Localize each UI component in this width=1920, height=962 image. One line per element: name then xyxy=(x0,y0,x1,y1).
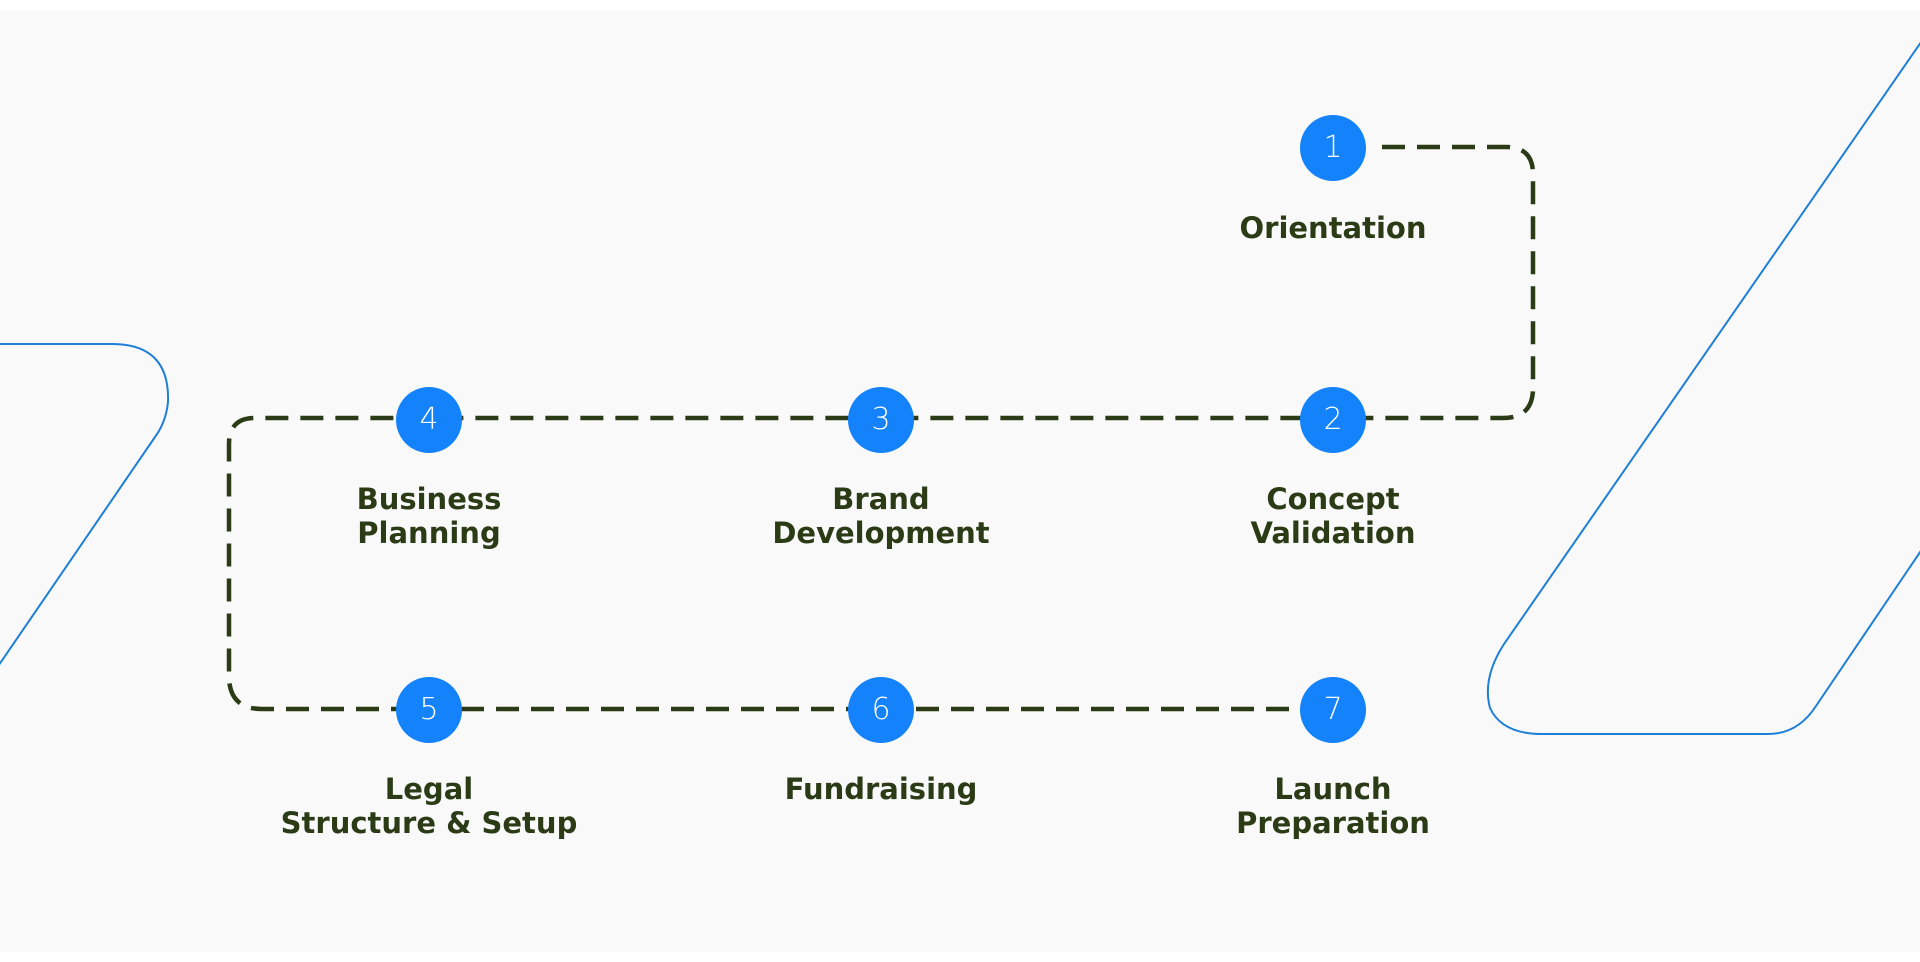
step-4-label-line1: Business xyxy=(356,482,502,516)
step-6-number: 6 xyxy=(871,692,891,727)
step-2-label: Concept Validation xyxy=(1163,482,1503,550)
step-2-node: 2 xyxy=(1300,387,1366,453)
step-1-node: 1 xyxy=(1300,115,1366,181)
step-4-number: 4 xyxy=(419,402,439,437)
step-7-node: 7 xyxy=(1300,677,1366,743)
step-1-label-line1: Orientation xyxy=(1239,211,1427,245)
step-4-label-line2: Planning xyxy=(357,516,501,550)
step-6-label-line1: Fundraising xyxy=(784,772,978,806)
step-3-node: 3 xyxy=(848,387,914,453)
step-7-number: 7 xyxy=(1323,692,1343,727)
step-4-label: Business Planning xyxy=(259,482,599,550)
step-7-label: Launch Preparation xyxy=(1163,772,1503,840)
step-5-label-line1: Legal xyxy=(384,772,474,806)
step-2-label-line2: Validation xyxy=(1250,516,1416,550)
step-1-label: Orientation xyxy=(1163,211,1503,245)
step-5-number: 5 xyxy=(419,692,439,727)
step-3-label-line2: Development xyxy=(772,516,990,550)
background-decoration xyxy=(0,41,1920,735)
step-5-node: 5 xyxy=(396,677,462,743)
step-6-node: 6 xyxy=(848,677,914,743)
step-3-label-line1: Brand xyxy=(832,482,930,516)
step-2-number: 2 xyxy=(1323,402,1343,437)
step-2-label-line1: Concept xyxy=(1266,482,1400,516)
right-decorative-outline xyxy=(1486,41,1920,735)
step-7-label-line1: Launch xyxy=(1274,772,1392,806)
step-7-label-line2: Preparation xyxy=(1236,806,1430,840)
step-3-label: Brand Development xyxy=(711,482,1051,550)
step-4-node: 4 xyxy=(396,387,462,453)
step-5-label: Legal Structure & Setup xyxy=(259,772,599,840)
step-6-label: Fundraising xyxy=(711,772,1051,806)
step-3-number: 3 xyxy=(871,402,891,437)
step-1-number: 1 xyxy=(1323,130,1343,165)
diagram-canvas: 1 Orientation 2 Concept Validation 3 Bra… xyxy=(0,10,1920,952)
left-decorative-outline xyxy=(0,343,170,666)
step-5-label-line2: Structure & Setup xyxy=(280,806,578,840)
